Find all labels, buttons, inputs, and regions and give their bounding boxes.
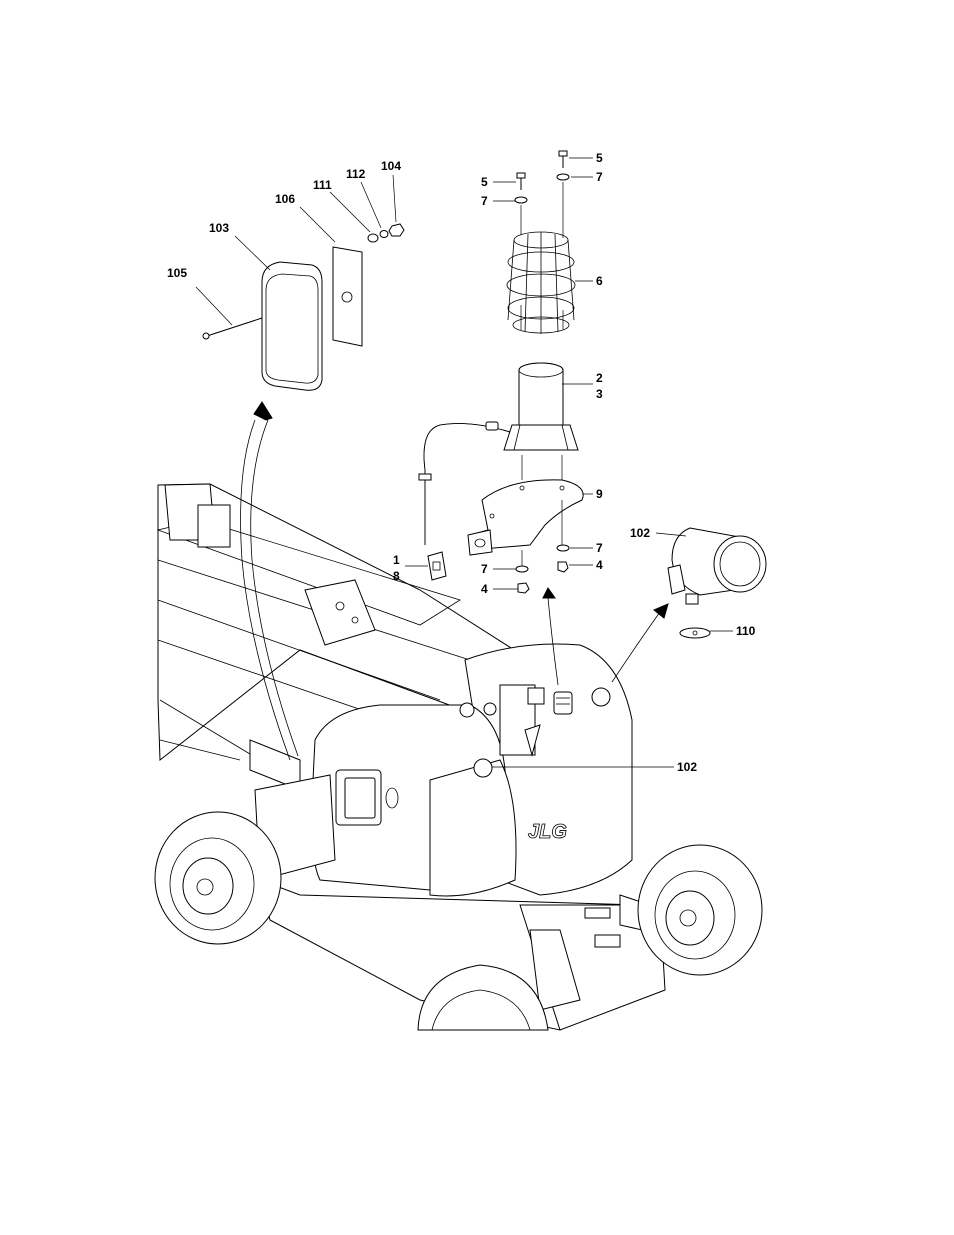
part-104-nut bbox=[389, 224, 404, 236]
part-7-washer-lower-left bbox=[516, 566, 528, 572]
callout-1: 1 bbox=[393, 553, 400, 567]
part-4-nut-lower-left bbox=[518, 583, 529, 593]
callout-3: 3 bbox=[596, 387, 603, 401]
callout-7-right: 7 bbox=[596, 170, 603, 184]
work-light-assembly bbox=[668, 528, 766, 638]
wheel-front-left bbox=[155, 812, 281, 944]
part-4-nut-lower-right bbox=[558, 562, 568, 572]
callout-112: 112 bbox=[346, 167, 366, 181]
part-7-washer-lower-right bbox=[557, 545, 569, 551]
callout-8: 8 bbox=[393, 569, 400, 583]
wheel-front-right bbox=[638, 845, 762, 975]
callout-7-lower-left: 7 bbox=[481, 562, 488, 576]
callout-105: 105 bbox=[167, 266, 187, 280]
arrow-work-light bbox=[612, 612, 660, 682]
part-110-washer bbox=[680, 628, 710, 638]
part-5-bolt-left bbox=[517, 173, 525, 190]
part-106-gasket bbox=[333, 247, 362, 346]
part-9-bracket bbox=[468, 480, 583, 555]
jlg-brand-text: JLG bbox=[528, 821, 567, 843]
part-5-bolt-right bbox=[559, 151, 567, 168]
part-1-8-grommet bbox=[428, 552, 446, 580]
callout-2: 2 bbox=[596, 371, 603, 385]
callout-104: 104 bbox=[381, 159, 401, 173]
callout-111: 111 bbox=[313, 178, 332, 192]
callout-102-turntable: 102 bbox=[677, 760, 697, 774]
callout-106: 106 bbox=[275, 192, 295, 206]
callout-4-lower-right: 4 bbox=[596, 558, 603, 572]
part-103-lamp-housing bbox=[262, 262, 322, 390]
beacon-assembly bbox=[419, 151, 583, 593]
part-6-wire-guard bbox=[507, 232, 575, 334]
turntable: JLG bbox=[312, 644, 632, 896]
callout-6: 6 bbox=[596, 274, 603, 288]
part-111-washer bbox=[368, 234, 378, 242]
callout-4-lower-left: 4 bbox=[481, 582, 488, 596]
part-102-work-light bbox=[668, 528, 766, 604]
callout-9: 9 bbox=[596, 487, 603, 501]
callout-7-lower-right: 7 bbox=[596, 541, 603, 555]
callout-102-work-light: 102 bbox=[630, 526, 650, 540]
callout-110: 110 bbox=[736, 624, 756, 638]
callout-103: 103 bbox=[209, 221, 229, 235]
callout-7-left: 7 bbox=[481, 194, 488, 208]
part-7-washer-left-top bbox=[515, 197, 527, 203]
boom-lift-machine: JLG bbox=[155, 484, 762, 1030]
part-112-lockwasher bbox=[380, 231, 388, 238]
part-2-3-beacon-lens bbox=[504, 363, 578, 450]
part-7-washer-right-top bbox=[557, 174, 569, 180]
callout-5-right: 5 bbox=[596, 151, 603, 165]
callout-5-left: 5 bbox=[481, 175, 488, 189]
tail-light-assembly bbox=[203, 224, 404, 390]
part-105-screw bbox=[203, 318, 262, 339]
